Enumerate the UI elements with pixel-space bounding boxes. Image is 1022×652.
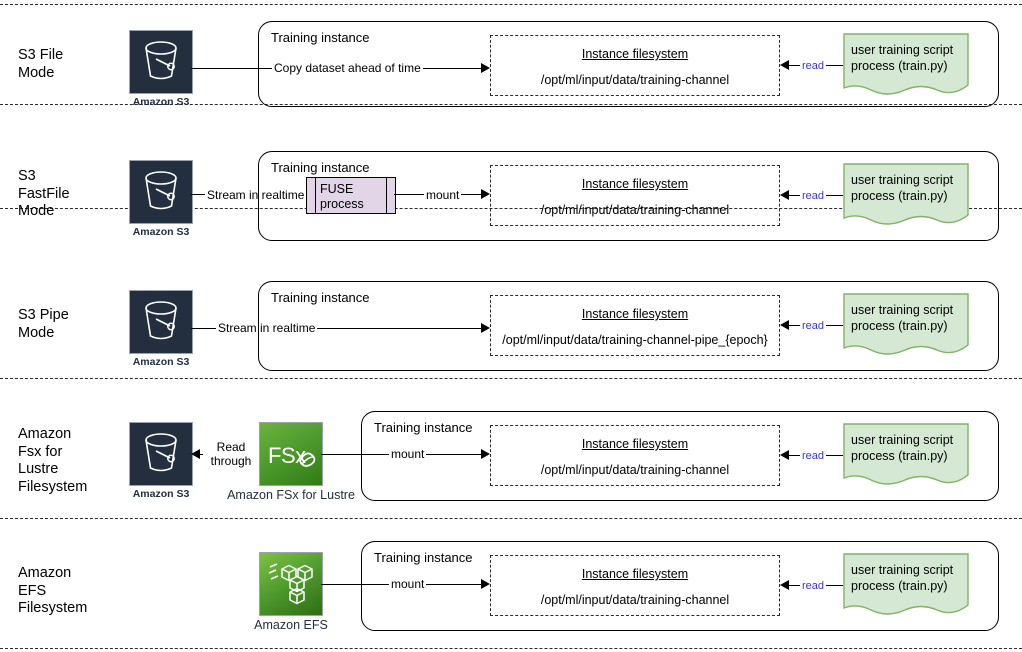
fsx-icon-row4: FSx Amazon FSx for Lustre	[227, 422, 355, 502]
edge-read-label-row4: read	[800, 449, 827, 463]
row-separator-1	[0, 104, 1022, 105]
row-separator-3	[0, 378, 1022, 379]
s3-icon-caption: Amazon S3	[132, 226, 190, 238]
user-training-script-row5: user training script process (train.py)	[843, 553, 969, 619]
training-instance-row1: Training instance	[258, 21, 999, 107]
edge-label-mount-row4: mount	[389, 447, 427, 461]
training-instance-row5: Training instance	[361, 541, 999, 631]
edge-read-arrow-row2	[780, 190, 789, 200]
s3-bucket-icon-row3: Amazon S3	[129, 290, 193, 368]
instance-filesystem-path: /opt/ml/input/data/training-channel	[540, 593, 730, 607]
s3-icon-caption: Amazon S3	[132, 356, 190, 368]
instance-filesystem-row1: Instance filesystem /opt/ml/input/data/t…	[490, 35, 780, 96]
instance-filesystem-title: Instance filesystem	[581, 177, 689, 191]
training-instance-title: Training instance	[374, 550, 473, 565]
efs-icon-row5: Amazon EFS	[254, 552, 328, 632]
edge-read-label-row5: read	[800, 579, 827, 593]
edge-arrow-row1	[481, 63, 490, 73]
edge-label-stream-row2: Stream in realtime	[205, 188, 307, 202]
instance-filesystem-title: Instance filesystem	[581, 307, 689, 321]
svg-text:FSx: FSx	[268, 443, 306, 468]
edge-label-readthrough-row4: Read through	[203, 440, 259, 468]
row-separator-4	[0, 518, 1022, 519]
edge-read-arrow-row4	[780, 450, 789, 460]
row-label-efs: Amazon EFS Filesystem	[18, 565, 88, 616]
edge-read-arrow-row3	[780, 320, 789, 330]
s3-bucket-icon	[129, 30, 193, 94]
s3-bucket-icon	[129, 160, 193, 224]
edge-label-row3: Stream in realtime	[216, 321, 318, 335]
training-instance-row4: Training instance	[361, 411, 999, 501]
fsx-icon-caption: Amazon FSx for Lustre	[227, 488, 355, 502]
instance-filesystem-row5: Instance filesystem /opt/ml/input/data/t…	[490, 555, 780, 616]
fuse-process-label: FUSE process	[320, 182, 364, 211]
user-training-script-row4: user training script process (train.py)	[843, 423, 969, 489]
instance-filesystem-path: /opt/ml/input/data/training-channel	[540, 463, 730, 477]
s3-icon-caption: Amazon S3	[132, 96, 190, 108]
instance-filesystem-path: /opt/ml/input/data/training-channel-pipe…	[502, 333, 768, 347]
training-instance-title: Training instance	[271, 160, 370, 175]
s3-bucket-icon	[129, 290, 193, 354]
efs-icon	[259, 552, 323, 616]
row-label-s3-fastfile-mode: S3 FastFile Mode	[18, 168, 70, 219]
edge-read-arrow-row5	[780, 580, 789, 590]
s3-bucket-icon-row1: Amazon S3	[129, 30, 193, 108]
edge-s3-to-fs-row3	[191, 328, 484, 329]
s3-bucket-icon-row4: Amazon S3	[129, 422, 193, 500]
user-training-script-row2: user training script process (train.py)	[843, 163, 969, 229]
s3-bucket-icon-row2: Amazon S3	[129, 160, 193, 238]
training-instance-title: Training instance	[271, 290, 370, 305]
fsx-icon: FSx	[259, 422, 323, 486]
row-separator-0	[0, 4, 1022, 5]
instance-filesystem-path: /opt/ml/input/data/training-channel	[540, 73, 730, 87]
edge-read-arrow-row1	[780, 60, 789, 70]
edge-label-row1: Copy dataset ahead of time	[272, 61, 423, 75]
s3-bucket-icon	[129, 422, 193, 486]
training-instance-row3: Training instance	[258, 281, 999, 371]
s3-icon-caption: Amazon S3	[132, 488, 190, 500]
fuse-process-box: FUSE process	[306, 177, 396, 214]
row-label-fsx-lustre: Amazon Fsx for Lustre Filesystem	[18, 426, 88, 495]
row-label-s3-pipe-mode: S3 Pipe Mode	[18, 307, 69, 341]
edge-arrow-mount-row5	[481, 579, 490, 589]
row-separator-5	[0, 648, 1022, 649]
row-label-s3-file-mode: S3 File Mode	[18, 47, 64, 81]
training-instance-title: Training instance	[374, 420, 473, 435]
edge-read-label-row3: read	[800, 319, 827, 333]
instance-filesystem-title: Instance filesystem	[581, 437, 689, 451]
instance-filesystem-row2: Instance filesystem /opt/ml/input/data/t…	[490, 165, 780, 226]
instance-filesystem-title: Instance filesystem	[581, 47, 689, 61]
edge-label-mount-row5: mount	[389, 577, 427, 591]
training-instance-row2: Training instance	[258, 151, 999, 241]
edge-label-mount-row2: mount	[424, 188, 462, 202]
edge-read-label-row2: read	[800, 189, 827, 203]
instance-filesystem-path: /opt/ml/input/data/training-channel	[540, 203, 730, 217]
instance-filesystem-row3: Instance filesystem /opt/ml/input/data/t…	[490, 295, 780, 356]
user-training-script-row3: user training script process (train.py)	[843, 293, 969, 359]
user-training-script-row1: user training script process (train.py)	[843, 33, 969, 99]
training-instance-title: Training instance	[271, 30, 370, 45]
row-separator-2	[0, 208, 1022, 209]
instance-filesystem-title: Instance filesystem	[581, 567, 689, 581]
instance-filesystem-row4: Instance filesystem /opt/ml/input/data/t…	[490, 425, 780, 486]
edge-arrow-mount-row4	[481, 449, 490, 459]
edge-arrow-row3	[481, 323, 490, 333]
efs-icon-caption: Amazon EFS	[254, 618, 328, 632]
edge-read-label-row1: read	[800, 59, 827, 73]
edge-arrow-mount-row2	[481, 189, 490, 199]
edge-arrow-readthrough-row4	[191, 449, 200, 459]
